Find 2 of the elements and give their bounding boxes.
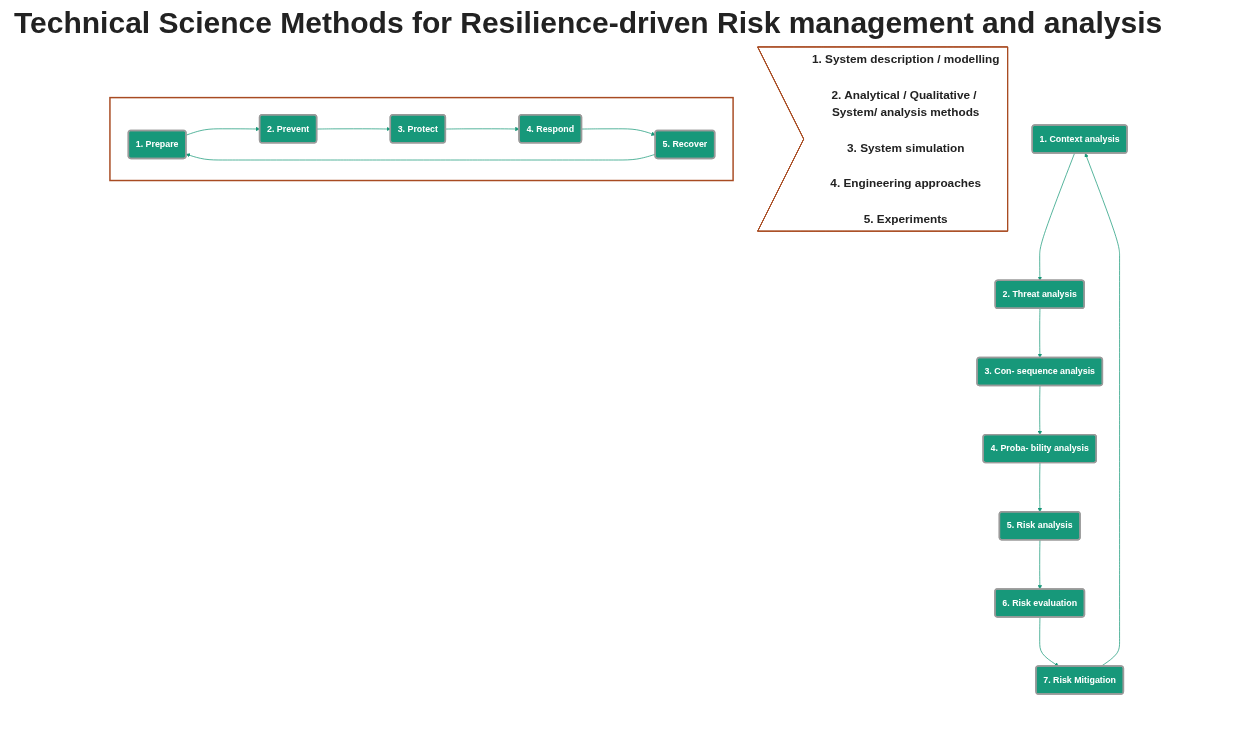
cluster [109,96,735,181]
diagram-title: Technical Science Methods for Resilience-driven Risk management and analysis [14,6,1164,40]
